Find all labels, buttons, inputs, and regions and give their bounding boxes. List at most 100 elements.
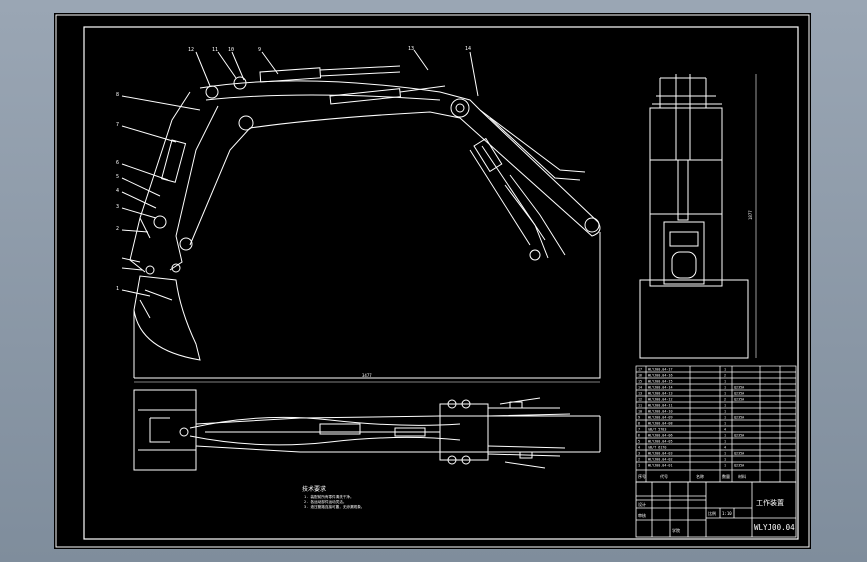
parts-cell-qty: 1: [724, 422, 726, 426]
parts-cell-material: Q235A: [734, 464, 744, 468]
parts-cell-qty: 4: [724, 428, 726, 432]
parts-cell-no: 16: [638, 374, 642, 378]
part-label: 4: [116, 188, 119, 194]
parts-cell-no: 12: [638, 398, 642, 402]
parts-cell-qty: 1: [724, 368, 726, 372]
tech-req-line: 1. 装配前所有零件清洗干净。: [304, 494, 354, 499]
parts-list-header: 序号 代号 名称 数量 材料: [638, 473, 746, 479]
parts-cell-code: GB/T 5783: [648, 428, 666, 432]
parts-cell-code: WLYJ00.04-15: [648, 380, 673, 384]
parts-cell-no: 14: [638, 386, 642, 390]
part-label: 9: [258, 47, 261, 53]
tech-req-line: 3. 液压管路连接可靠，无渗漏现象。: [304, 504, 364, 509]
parts-cell-qty: 1: [724, 464, 726, 468]
parts-cell-qty: 1: [724, 380, 726, 384]
parts-cell-qty: 1: [724, 458, 726, 462]
parts-cell-code: WLYJ00.04-03: [648, 452, 673, 456]
school-name: 学院: [672, 527, 680, 533]
drawing-number: WLYJ00.04: [754, 523, 795, 532]
front-elevation-view: [121, 49, 601, 383]
parts-cell-no: 3: [638, 452, 640, 456]
designer-label: 设计: [638, 501, 646, 507]
part-label: 3: [116, 204, 119, 210]
parts-cell-code: WLYJ00.04-17: [648, 368, 673, 372]
parts-cell-code: WLYJ00.04-13: [648, 392, 673, 396]
parts-cell-code: WLYJ00.04-14: [648, 386, 673, 390]
drawing-sheet: [54, 13, 811, 549]
scale-value: 1:10: [722, 511, 732, 516]
parts-cell-no: 4: [638, 446, 640, 450]
technical-requirements: 技术要求 1. 装配前所有零件清洗干净。 2. 各运动部件运动灵活。 3. 液压…: [302, 485, 364, 509]
parts-cell-material: Q235A: [734, 452, 744, 456]
parts-cell-no: 10: [638, 410, 642, 414]
part-label: 7: [116, 122, 119, 128]
parts-cell-no: 7: [638, 428, 640, 432]
side-view: [639, 74, 757, 359]
part-label: 14: [465, 46, 471, 52]
parts-cell-qty: 2: [724, 374, 726, 378]
parts-cell-material: Q235A: [734, 416, 744, 420]
parts-cell-material: Q235A: [734, 386, 744, 390]
parts-cell-qty: 1: [724, 416, 726, 420]
outer-frame: [55, 14, 810, 548]
parts-cell-no: 1: [638, 464, 640, 468]
drawing-name: 工作装置: [756, 498, 784, 507]
header-no: 序号: [638, 473, 646, 479]
title-block: [635, 481, 797, 538]
parts-cell-qty: 1: [724, 452, 726, 456]
parts-cell-qty: 1: [724, 440, 726, 444]
parts-cell-code: WLYJ00.04-02: [648, 458, 673, 462]
tech-req-line: 2. 各运动部件运动灵活。: [304, 499, 346, 504]
parts-cell-code: WLYJ00.04-10: [648, 410, 673, 414]
header-qty: 数量: [722, 473, 730, 479]
parts-cell-code: WLYJ00.04-01: [648, 464, 673, 468]
top-plan-view: [133, 389, 601, 471]
parts-cell-code: WLYJ00.04-16: [648, 374, 673, 378]
front-view-dimension: 3477: [362, 373, 372, 378]
parts-cell-code: WLYJ00.04-12: [648, 398, 673, 402]
parts-cell-qty: 1: [724, 386, 726, 390]
parts-cell-no: 15: [638, 380, 642, 384]
part-label: 8: [116, 92, 119, 98]
parts-cell-material: Q235A: [734, 398, 744, 402]
parts-cell-qty: 2: [724, 398, 726, 402]
part-label: 12: [188, 47, 194, 53]
parts-cell-material: Q235A: [734, 392, 744, 396]
parts-cell-no: 17: [638, 368, 642, 372]
parts-cell-code: WLYJ00.04-11: [648, 404, 673, 408]
header-name: 名称: [696, 473, 704, 479]
part-label: 13: [408, 46, 414, 52]
part-label: 2: [116, 226, 119, 232]
side-view-dimension: 1877: [748, 210, 753, 220]
parts-cell-code: WLYJ00.04-09: [648, 416, 673, 420]
parts-cell-qty: 1: [724, 404, 726, 408]
parts-cell-qty: 4: [724, 446, 726, 450]
parts-cell-no: 5: [638, 440, 640, 444]
parts-cell-code: WLYJ00.04-08: [648, 422, 673, 426]
part-label: 11: [212, 47, 218, 53]
parts-cell-code: WLYJ00.04-06: [648, 434, 673, 438]
tech-req-title: 技术要求: [302, 485, 326, 493]
parts-cell-qty: 1: [724, 434, 726, 438]
parts-cell-no: 8: [638, 422, 640, 426]
checker-label: 审核: [638, 512, 646, 518]
parts-cell-no: 6: [638, 434, 640, 438]
parts-cell-no: 11: [638, 404, 642, 408]
parts-cell-no: 2: [638, 458, 640, 462]
part-label: 10: [228, 47, 234, 53]
header-material: 材料: [738, 473, 746, 479]
scale-label: 比例: [708, 510, 716, 516]
parts-cell-no: 13: [638, 392, 642, 396]
part-label: 6: [116, 160, 119, 166]
header-code: 代号: [660, 473, 668, 479]
parts-cell-no: 9: [638, 416, 640, 420]
parts-cell-material: Q235A: [734, 434, 744, 438]
part-label: 1: [116, 286, 119, 292]
part-label: 5: [116, 174, 119, 180]
parts-cell-code: WLYJ00.04-05: [648, 440, 673, 444]
inner-frame: [83, 26, 799, 540]
part-labels: 12 11 10 9 8 7 6 5 4 3 2 1 13 14 3477: [116, 46, 471, 378]
parts-cell-qty: 1: [724, 410, 726, 414]
